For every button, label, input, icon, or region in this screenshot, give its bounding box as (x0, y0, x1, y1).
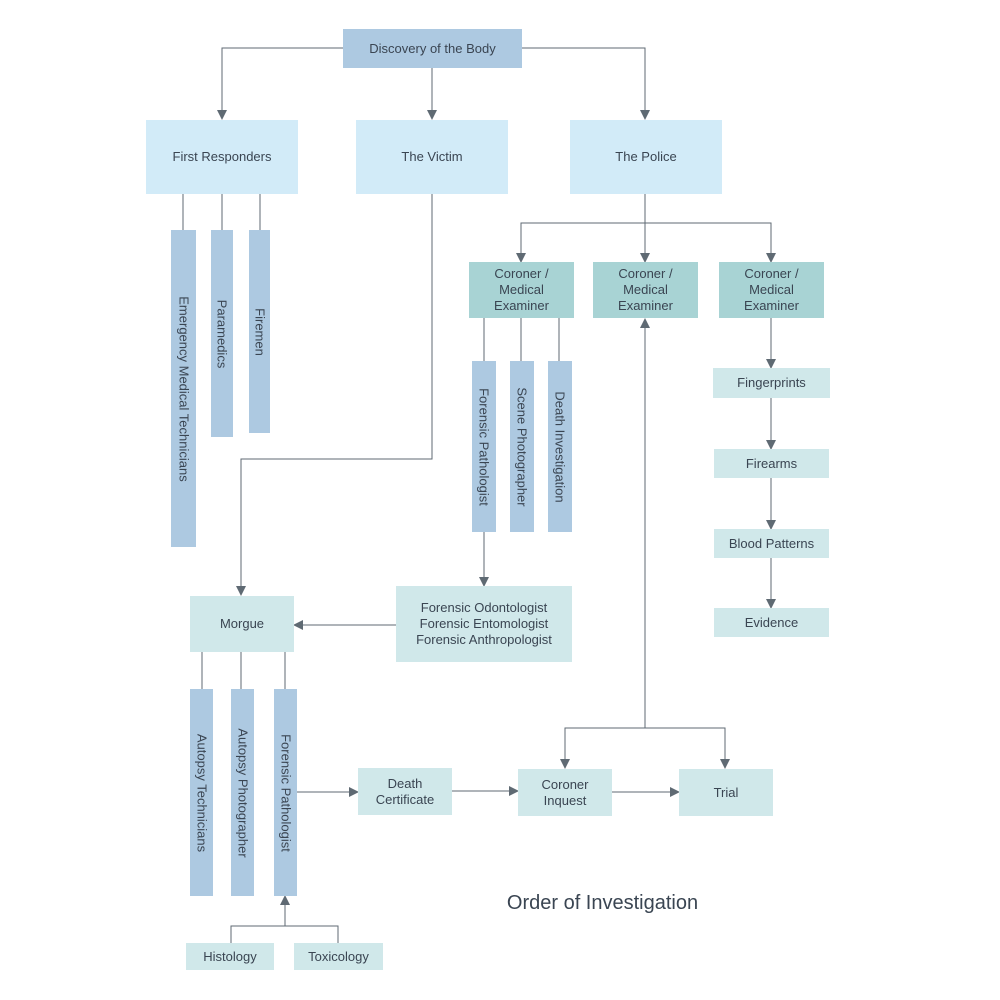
forensic-pathologist-bar-1: Forensic Pathologist (472, 361, 496, 532)
discovery-of-body-box: Discovery of the Body (343, 29, 522, 68)
death-investigation-bar: Death Investigation (548, 361, 572, 532)
toxicology-label: Toxicology (308, 948, 369, 964)
firearms-label: Firearms (745, 455, 798, 471)
blood-patterns-box: Blood Patterns (714, 529, 829, 558)
paramedics-label: Paramedics (214, 299, 230, 368)
death-certificate-box: Death Certificate (358, 768, 452, 815)
fingerprints-box: Fingerprints (713, 368, 830, 398)
victim-label: The Victim (401, 149, 463, 164)
coroner-2-label: Coroner / Medical Examiner (618, 266, 673, 313)
police-box: The Police (570, 120, 722, 194)
diagram-title: Order of Investigation (506, 892, 699, 914)
autopsy-photographer-label: Autopsy Photographer (235, 727, 250, 858)
forensic-specialists-box: Forensic Odontologist Forensic Entomolog… (396, 586, 572, 662)
connector-discovery-first-responders (217, 47, 343, 120)
coroner-box-3: Coroner / Medical Examiner (719, 262, 824, 318)
coroner-1-label: Coroner / Medical Examiner (494, 266, 549, 313)
police-label: The Police (615, 149, 677, 164)
death-certificate-label: Death Certificate (375, 775, 435, 807)
histology-label: Histology (203, 948, 257, 964)
connector-victim-morgue (236, 193, 433, 596)
coroner-inquest-box: Coroner Inquest (518, 769, 612, 816)
emt-bar: Emergency Medical Technicians (171, 230, 196, 547)
morgue-box: Morgue (190, 596, 294, 652)
forensic-pathologist-bar-2: Forensic Pathologist (274, 689, 297, 896)
discovery-label: Discovery of the Body (369, 40, 496, 56)
first-responders-label: First Responders (172, 149, 272, 164)
forensic-specialists-label: Forensic Odontologist Forensic Entomolog… (416, 600, 552, 647)
forensic-pathologist-1-label: Forensic Pathologist (476, 387, 492, 506)
death-investigation-label: Death Investigation (552, 390, 568, 503)
connector-discovery-police (522, 47, 650, 120)
connector-histology-toxicology (230, 925, 339, 943)
firemen-bar: Firemen (249, 230, 270, 433)
connector-fork-trial (645, 727, 730, 769)
autopsy-technicians-label: Autopsy Technicians (194, 733, 209, 852)
emt-label: Emergency Medical Technicians (176, 295, 191, 482)
histology-box: Histology (186, 943, 274, 970)
coroner-inquest-label: Coroner Inquest (541, 776, 589, 808)
evidence-box: Evidence (714, 608, 829, 637)
scene-photographer-label: Scene Photographer (514, 386, 530, 507)
connector-police-coroner-1 (516, 193, 646, 263)
toxicology-box: Toxicology (294, 943, 383, 970)
fingerprints-label: Fingerprints (737, 375, 806, 390)
connector-police-coroner-3 (645, 222, 776, 263)
scene-photographer-bar: Scene Photographer (510, 361, 534, 532)
coroner-box-2: Coroner / Medical Examiner (593, 262, 698, 318)
autopsy-technicians-bar: Autopsy Technicians (190, 689, 213, 896)
evidence-label: Evidence (744, 614, 799, 630)
first-responders-box: First Responders (146, 120, 298, 194)
firearms-box: Firearms (714, 449, 829, 478)
morgue-label: Morgue (219, 616, 265, 631)
coroner-3-label: Coroner / Medical Examiner (744, 266, 799, 313)
paramedics-bar: Paramedics (211, 230, 233, 437)
trial-box: Trial (679, 769, 773, 816)
autopsy-photographer-bar: Autopsy Photographer (231, 689, 254, 896)
firemen-label: Firemen (252, 307, 267, 356)
coroner-box-1: Coroner / Medical Examiner (469, 262, 574, 318)
blood-patterns-label: Blood Patterns (728, 535, 815, 551)
connector-fork-inquest (560, 727, 645, 769)
forensic-pathologist-2-label: Forensic Pathologist (278, 733, 293, 852)
victim-box: The Victim (356, 120, 508, 194)
trial-label: Trial (713, 784, 739, 800)
